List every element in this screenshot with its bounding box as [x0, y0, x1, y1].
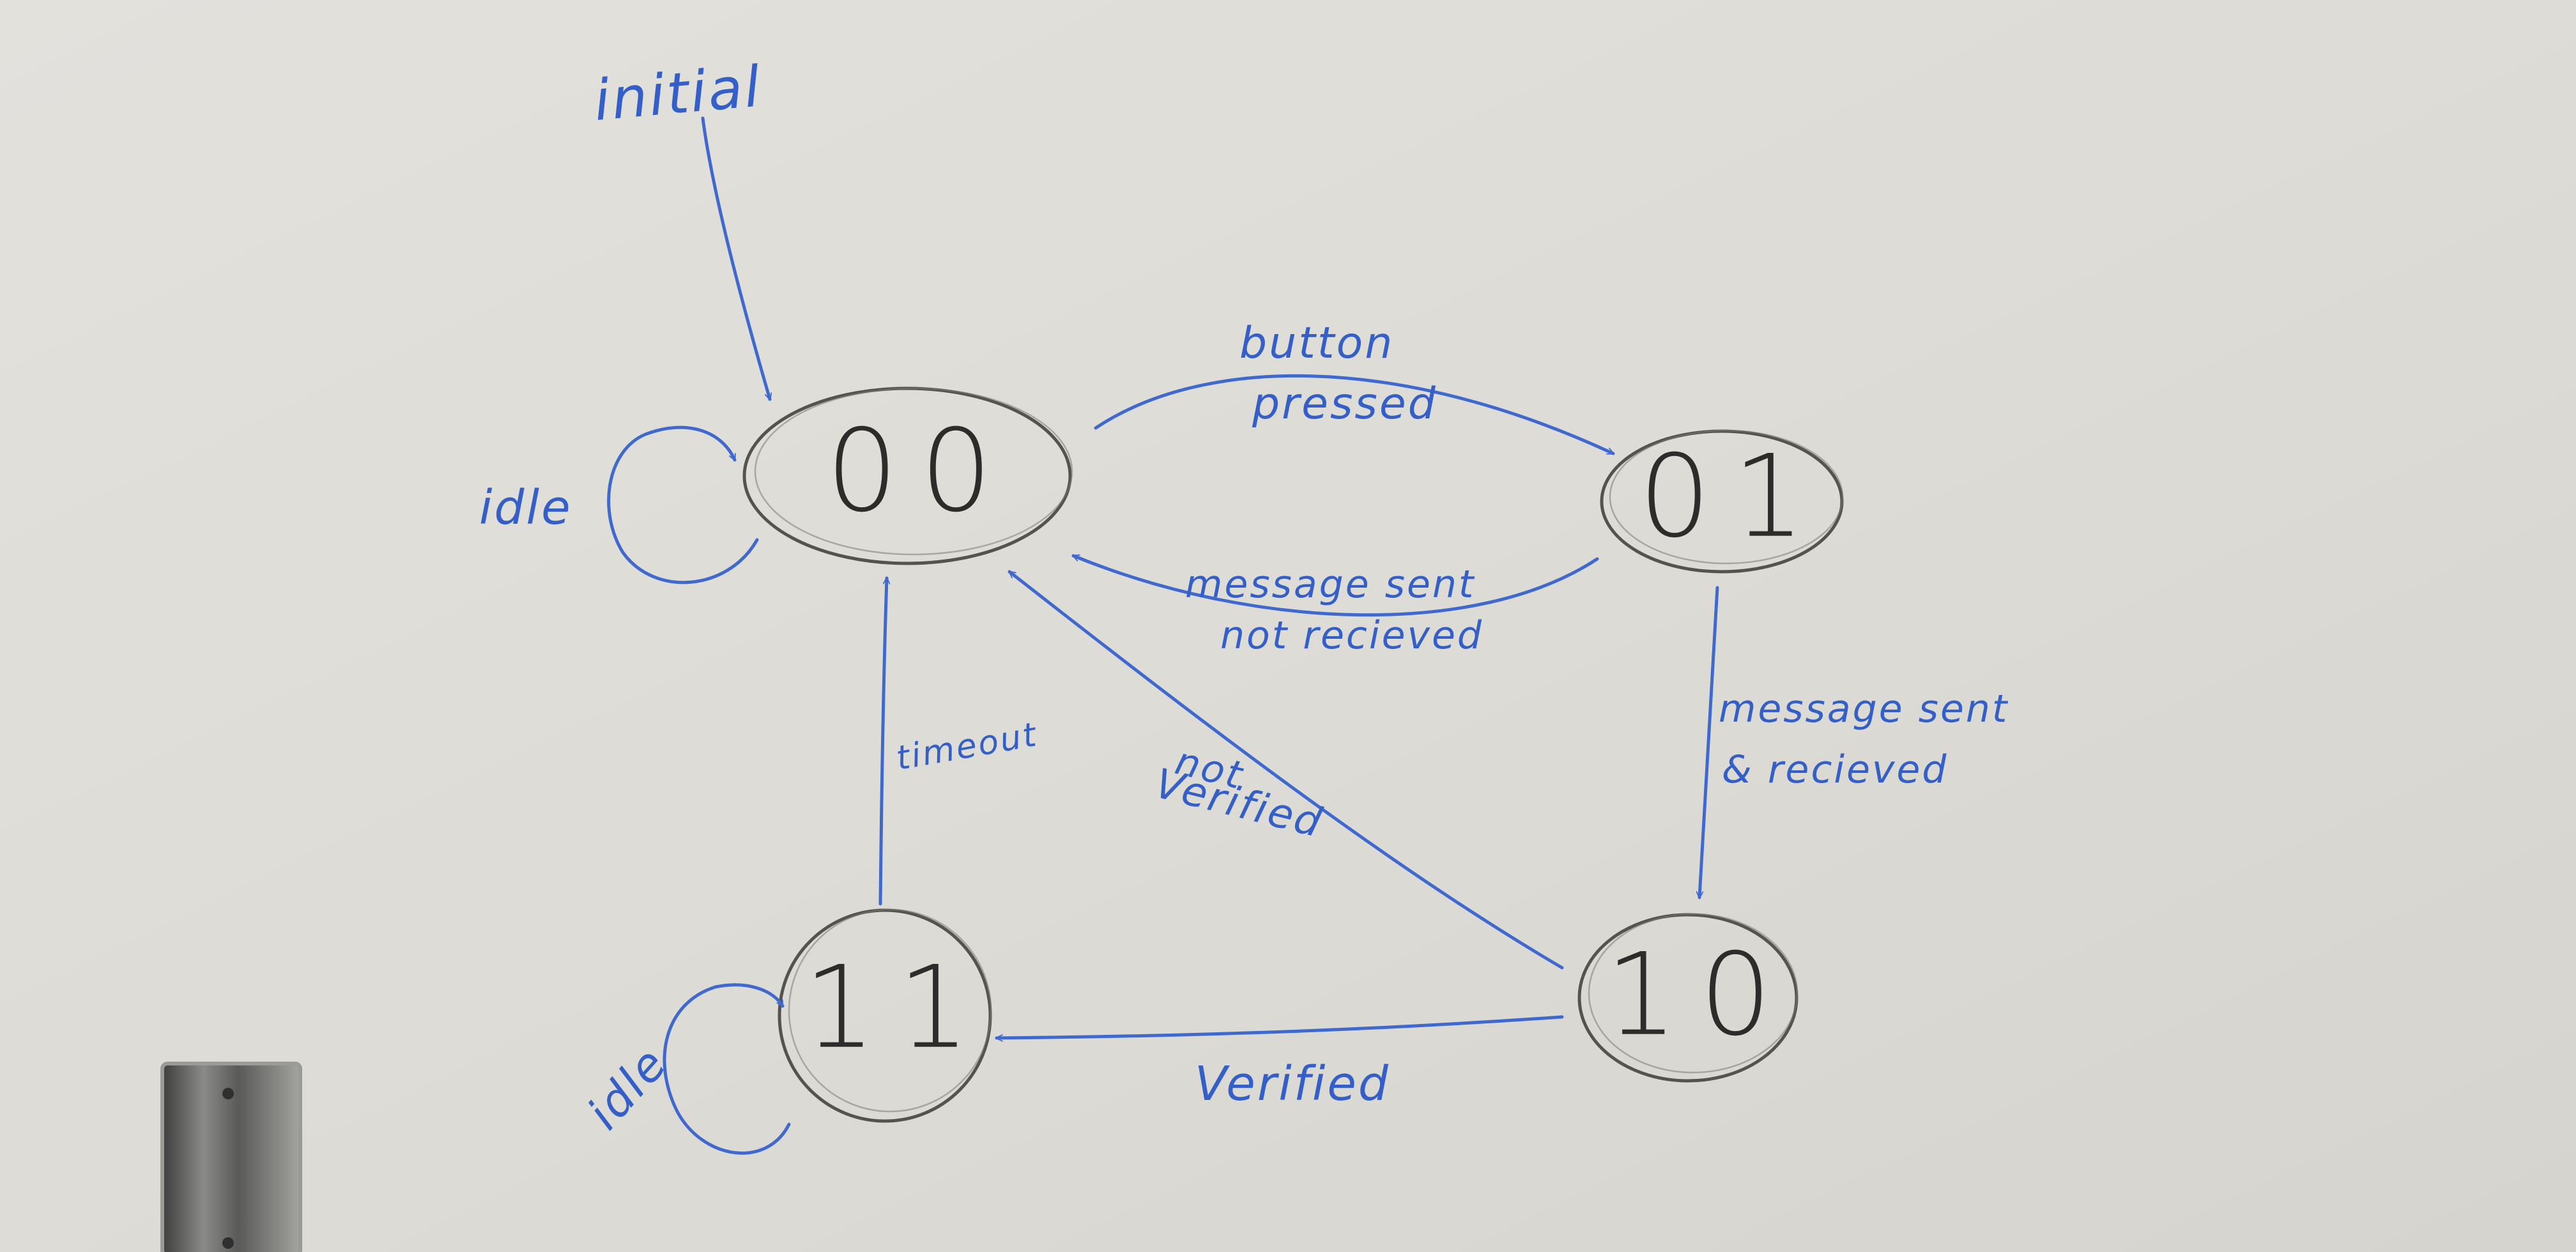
- arrow-10-to-00: [1008, 570, 1564, 970]
- button-label-line2: pressed: [1252, 379, 1438, 429]
- wall-switch-plate: [160, 1062, 302, 1252]
- state-10: 10: [1577, 913, 1798, 1083]
- arrow-01-to-00: [1073, 554, 1599, 617]
- arrow-10-to-11: [995, 1015, 1564, 1038]
- state-10-label: 10: [1606, 929, 1794, 1061]
- arrow-11-to-00: [878, 576, 887, 906]
- idle-loop-11: [663, 983, 791, 1155]
- idle-label-00: idle: [479, 480, 572, 535]
- msg-recv-line2: & recieved: [1722, 747, 1949, 792]
- arrow-01-to-10: [1699, 586, 1719, 899]
- state-01: 01: [1600, 429, 1844, 574]
- initial-label: initial: [592, 53, 765, 134]
- verified-label: Verified: [1195, 1057, 1390, 1111]
- button-label-line1: button: [1239, 318, 1394, 369]
- state-00-label: 00: [826, 405, 1015, 537]
- msg-not-recv-line1: message sent: [1185, 562, 1475, 607]
- state-00: 00: [742, 386, 1073, 565]
- initial-arrow: [701, 116, 770, 399]
- msg-recv-line1: message sent: [1719, 687, 2009, 731]
- state-11-label: 11: [804, 942, 992, 1074]
- msg-not-recv-line2: not recieved: [1220, 613, 1483, 658]
- state-11: 11: [778, 908, 992, 1123]
- state-01-label: 01: [1639, 431, 1827, 563]
- idle-loop-00: [607, 425, 759, 584]
- arrow-00-to-01: [1094, 374, 1613, 455]
